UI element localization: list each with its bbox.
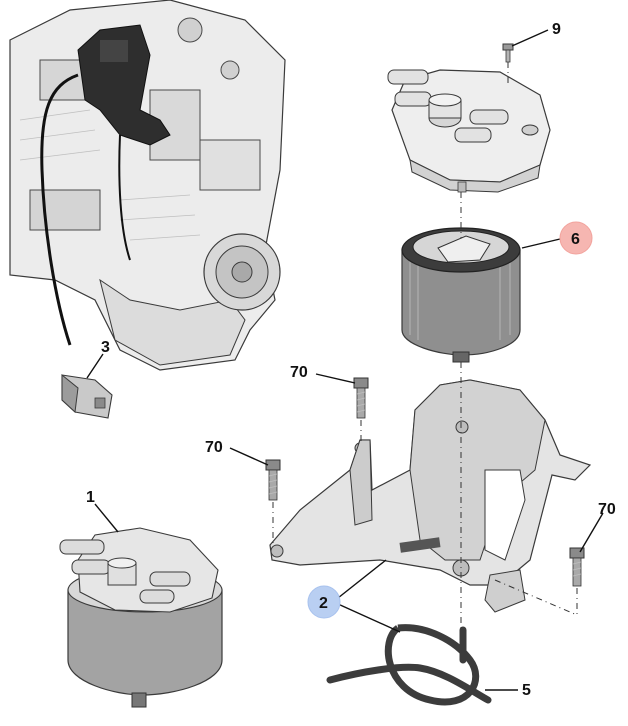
callout-70c: 70 <box>598 501 616 518</box>
part-70-bolt-right <box>569 547 585 587</box>
callout-70a-label: 70 <box>290 364 308 381</box>
part-6-filter-cartridge <box>401 227 521 363</box>
callout-leaders <box>86 29 604 691</box>
callout-5-label: 5 <box>522 682 531 699</box>
part-3-bracket <box>61 373 113 419</box>
part-70-bolt-top <box>353 377 369 419</box>
part-2-mounting-bracket <box>269 379 592 613</box>
callout-1: 1 <box>86 489 95 506</box>
callout-2[interactable]: 2 <box>307 585 341 619</box>
callout-2-label: 2 <box>319 595 328 612</box>
part-9-screw <box>502 43 514 63</box>
callout-6-label: 6 <box>571 231 580 248</box>
callout-3: 3 <box>101 339 110 356</box>
callout-3-label: 3 <box>101 339 110 356</box>
callout-70c-label: 70 <box>598 501 616 518</box>
callout-9: 9 <box>552 21 561 38</box>
callout-6-highlight <box>559 221 593 255</box>
callout-70b-label: 70 <box>205 439 223 456</box>
part-70-bolt-left <box>265 459 281 501</box>
callout-6[interactable]: 6 <box>559 221 593 255</box>
filter-head-cover <box>387 69 551 193</box>
part-5-hose <box>326 624 492 706</box>
callout-70a: 70 <box>290 364 308 381</box>
part-1-complete-filter <box>59 527 223 708</box>
callout-1-label: 1 <box>86 489 95 506</box>
callout-2-highlight <box>307 585 341 619</box>
engine-block <box>9 0 286 371</box>
callout-70b: 70 <box>205 439 223 456</box>
callout-5: 5 <box>522 682 531 699</box>
assembly-guide-lines <box>272 62 578 630</box>
callout-9-label: 9 <box>552 21 561 38</box>
